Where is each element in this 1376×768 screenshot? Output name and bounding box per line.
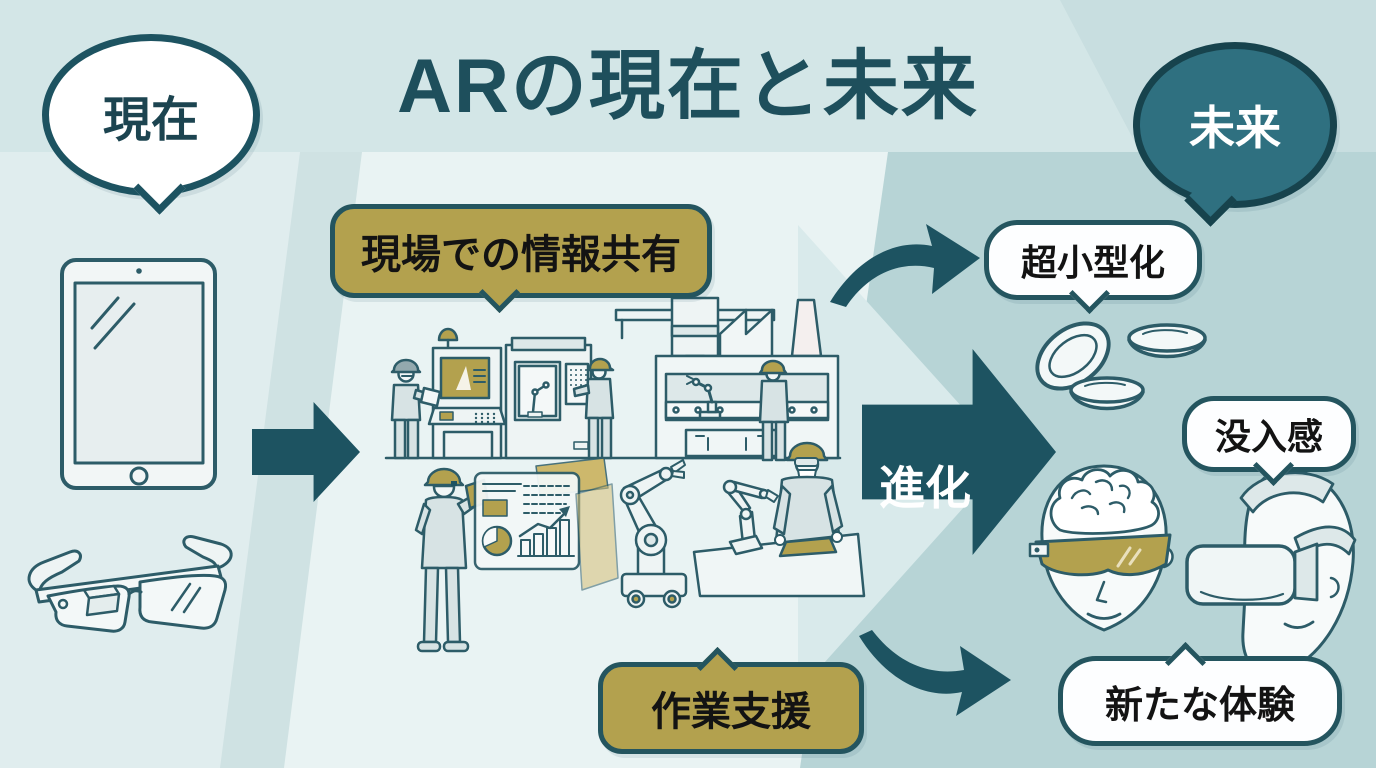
new-experience-label: 新たな体験	[1058, 641, 1342, 746]
contact-lenses-icon	[1035, 321, 1207, 411]
present-speech-bubble: 現在	[42, 34, 260, 215]
factory-backdrop	[384, 296, 842, 460]
worker-with-clipboard	[390, 358, 442, 460]
cnc-machine	[504, 336, 593, 460]
factory-ar-scene	[384, 296, 866, 653]
present-label: 現在	[102, 94, 199, 147]
work-desk	[692, 531, 866, 598]
vr-headset-icon	[1185, 468, 1357, 677]
worker-at-conveyor	[758, 359, 790, 462]
miniaturization-label: 超小型化	[984, 220, 1202, 315]
ar-dashboard-worker	[414, 467, 490, 653]
miniaturization-text: 超小型化	[1020, 242, 1165, 283]
work-support-label: 作業支援	[598, 646, 864, 754]
info-sharing-text: 現場での情報共有	[361, 233, 681, 277]
immersion-label: 没入感	[1182, 396, 1356, 487]
control-panel-machine	[427, 327, 507, 460]
curved-arrow-to-new-experience	[859, 630, 1011, 716]
curved-arrow-to-miniaturization	[830, 224, 980, 307]
evolution-label: 進化	[879, 462, 971, 514]
mobile-robot-arm	[619, 459, 688, 609]
smart-glasses-icon	[27, 535, 233, 633]
tablet-icon	[60, 258, 217, 490]
future-speech-bubble: 未来	[1133, 42, 1337, 227]
ar-hologram-panel	[473, 457, 619, 591]
desk-robot-arm	[722, 479, 779, 556]
future-label: 未来	[1189, 102, 1281, 154]
brain-ar-glasses-icon	[1028, 464, 1174, 632]
info-sharing-label: 現場での情報共有	[330, 204, 712, 314]
work-support-text: 作業支援	[651, 690, 811, 734]
new-experience-text: 新たな体験	[1104, 684, 1295, 727]
worker-at-panel	[572, 357, 615, 460]
assembly-cell	[654, 354, 840, 460]
desk-worker-with-mask	[772, 441, 844, 544]
immersion-text: 没入感	[1214, 416, 1323, 457]
page-title: ARの現在と未来	[397, 44, 979, 129]
